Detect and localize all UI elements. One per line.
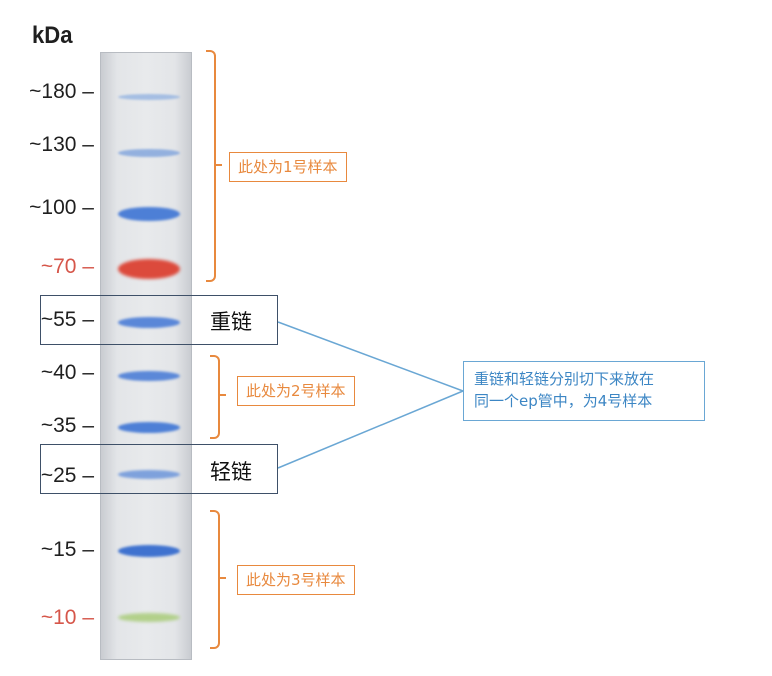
band-25: [118, 470, 180, 479]
marker-label-10: ~10 –: [40, 606, 94, 629]
band-40: [118, 371, 180, 381]
bracket-sample-1: [206, 50, 222, 282]
band-70: [118, 259, 180, 279]
sample-3-label: 此处为3号样本: [237, 565, 355, 595]
heavy-chain-connector: [277, 321, 464, 392]
heavy-chain-label: 重链: [210, 310, 252, 334]
band-55: [118, 317, 180, 328]
band-100: [118, 207, 180, 221]
light-chain-label: 轻链: [210, 460, 252, 484]
sample-2-label: 此处为2号样本: [237, 376, 355, 406]
marker-label-35: ~35 –: [40, 414, 94, 437]
bracket-sample-3: [210, 510, 226, 649]
band-35: [118, 422, 180, 433]
band-180: [118, 94, 180, 100]
marker-label-40: ~40 –: [40, 361, 94, 384]
bracket-sample-2: [210, 355, 226, 439]
sample-4-note-line-2: 同一个ep管中，为4号样本: [474, 392, 653, 410]
marker-label-130: ~130 –: [29, 133, 94, 156]
light-chain-box: [40, 444, 278, 494]
marker-label-15: ~15 –: [40, 538, 94, 561]
band-130: [118, 149, 180, 157]
marker-label-25: ~25 –: [40, 464, 94, 487]
sample-4-note-line-1: 重链和轻链分别切下来放在: [474, 370, 655, 388]
band-15: [118, 545, 180, 557]
heavy-chain-box: [40, 295, 278, 345]
marker-label-55: ~55 –: [40, 308, 94, 331]
marker-label-100: ~100 –: [29, 196, 94, 219]
sample-1-label: 此处为1号样本: [229, 152, 347, 182]
band-10: [118, 613, 180, 622]
sample-4-note: 重链和轻链分别切下来放在 同一个ep管中，为4号样本: [463, 361, 705, 421]
unit-label: kDa: [32, 22, 73, 49]
light-chain-connector: [277, 390, 464, 469]
marker-label-180: ~180 –: [29, 80, 94, 103]
marker-label-70: ~70 –: [40, 255, 94, 278]
